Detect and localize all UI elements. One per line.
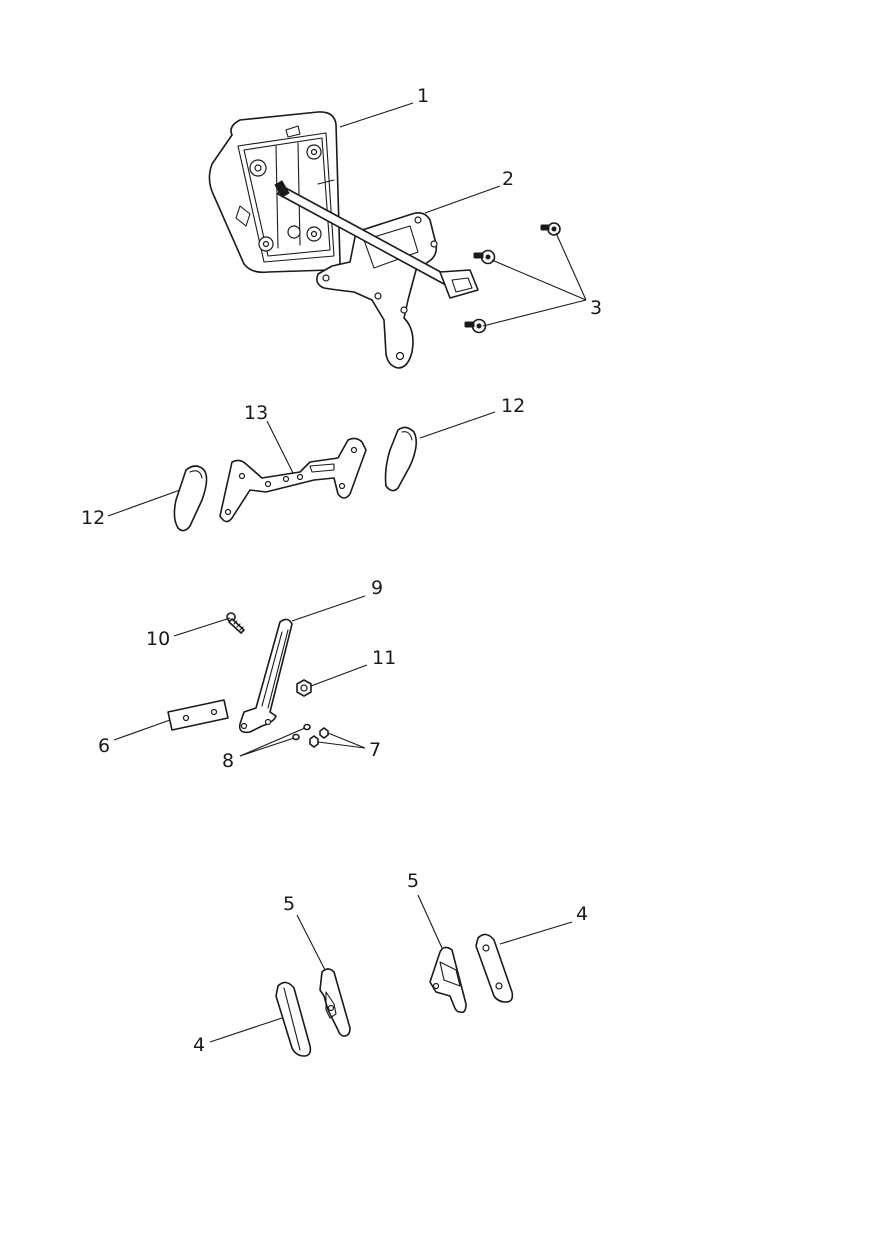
clip-icon — [429, 946, 467, 1014]
callout-5-right: 5 — [407, 870, 419, 892]
leader-3b — [491, 259, 587, 301]
leader-7b — [317, 741, 366, 749]
leader-7a — [327, 732, 366, 749]
locknut-icon — [296, 679, 312, 697]
instrument-bracket-with-harness-icon — [274, 180, 479, 369]
leader-8a — [239, 727, 306, 757]
screw-icon — [464, 318, 487, 334]
leader-5a — [296, 914, 326, 971]
bolt-icon — [226, 612, 245, 634]
plate-icon — [167, 699, 229, 731]
callout-12-left: 12 — [81, 507, 105, 529]
rubber-pad-icon — [275, 981, 312, 1057]
cross-bracket-icon — [219, 437, 367, 523]
leader-2 — [424, 185, 501, 214]
leader-11 — [310, 664, 368, 687]
nut-icon — [309, 735, 319, 748]
callout-1: 1 — [417, 85, 429, 107]
side-pad-icon — [384, 426, 418, 492]
leader-8b — [239, 737, 295, 757]
screw-icon — [473, 249, 496, 265]
callout-4-right: 4 — [576, 903, 588, 925]
leader-lines — [107, 102, 587, 1043]
callout-labels: 1 2 3 12 13 12 9 10 11 6 7 8 5 4 5 4 — [81, 85, 602, 1056]
leader-4b — [499, 921, 573, 945]
support-arm-icon — [238, 618, 293, 734]
leader-5b — [417, 894, 443, 949]
screw-icon — [540, 222, 561, 236]
callout-5-left: 5 — [283, 893, 295, 915]
washer-icon — [292, 733, 300, 741]
leader-4a — [209, 1017, 283, 1043]
leader-1 — [339, 102, 414, 128]
callout-3: 3 — [590, 297, 602, 319]
side-pad-icon — [173, 465, 208, 532]
leader-3c — [482, 299, 587, 327]
instrument-housing-icon — [208, 111, 341, 274]
callout-6: 6 — [98, 735, 110, 757]
leader-6 — [113, 719, 171, 741]
leader-12b — [107, 489, 181, 517]
leader-3a — [555, 232, 587, 301]
callout-9: 9 — [371, 577, 383, 599]
leader-10 — [173, 617, 231, 637]
callout-13: 13 — [244, 402, 268, 424]
callout-4-left: 4 — [193, 1034, 205, 1056]
callout-12-right: 12 — [501, 395, 525, 417]
rubber-pad-icon — [475, 933, 514, 1003]
leader-13 — [266, 420, 294, 474]
clip-icon — [319, 968, 351, 1037]
callout-7: 7 — [369, 739, 381, 761]
callout-8: 8 — [222, 750, 234, 772]
callout-11: 11 — [372, 647, 396, 669]
callout-2: 2 — [502, 168, 514, 190]
leader-9 — [291, 595, 366, 622]
washer-icon — [303, 723, 311, 731]
nut-icon — [319, 727, 329, 739]
callout-10: 10 — [146, 628, 170, 650]
leader-12a — [419, 411, 496, 439]
